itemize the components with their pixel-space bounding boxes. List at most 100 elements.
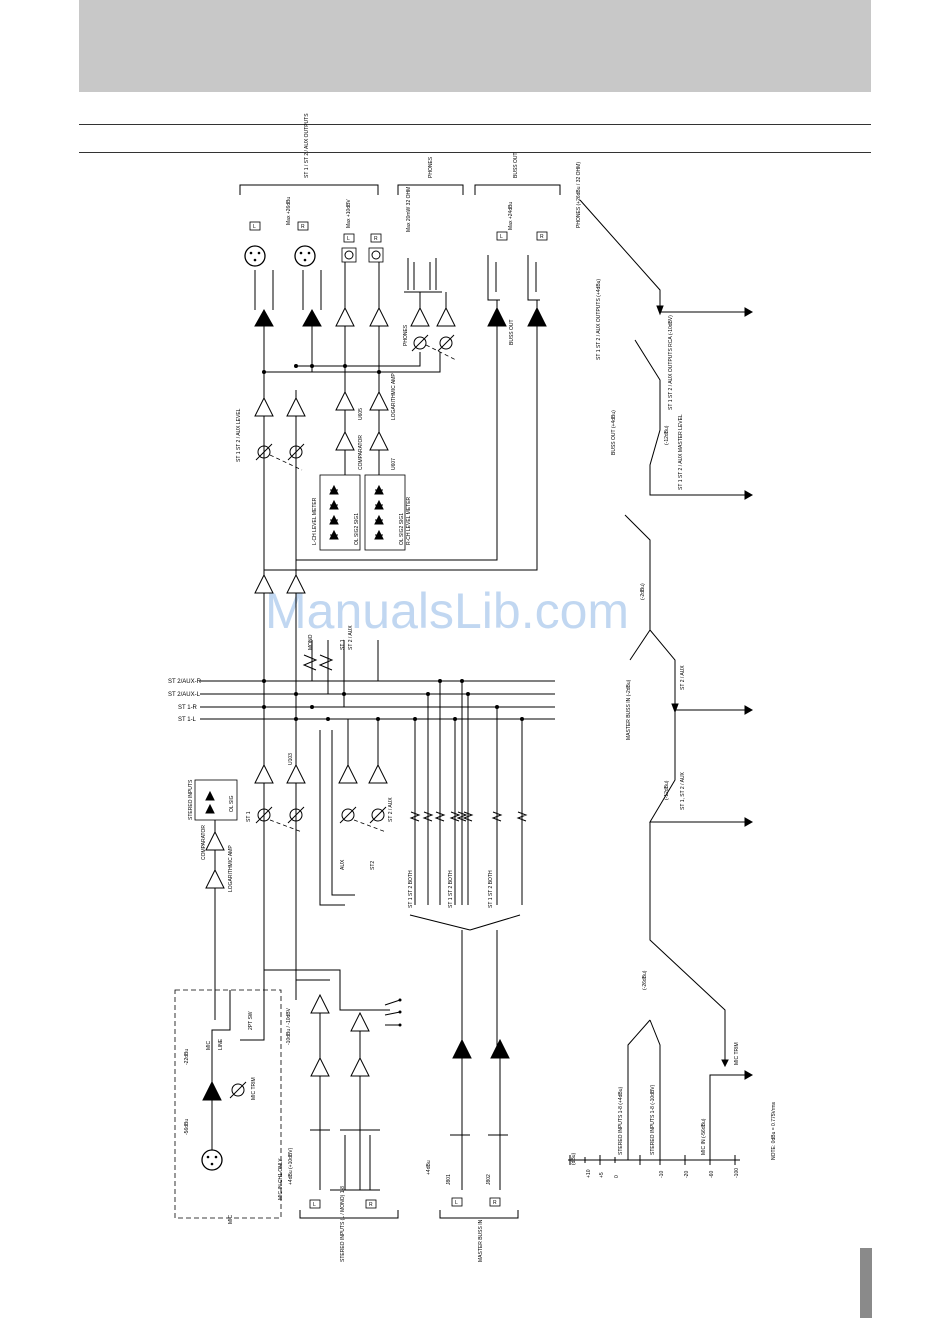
svg-text:MONO: MONO [308, 634, 314, 650]
label-max-24: Max +24dBu [508, 202, 514, 230]
svg-text:ST 2 / AUX: ST 2 / AUX [680, 665, 686, 690]
label-stereo-inputs: STEREO INPUTS (L / MONO) 1-8 [340, 1186, 346, 1262]
svg-text:STEREO INPUTS 1-8 (+4dBu): STEREO INPUTS 1-8 (+4dBu) [618, 1086, 624, 1155]
svg-text:(-12dBu): (-12dBu) [664, 780, 670, 800]
svg-text:(-2dBu): (-2dBu) [640, 583, 646, 600]
second-rule [79, 152, 871, 153]
r-ch-meter [364, 474, 406, 551]
ld-minus2: (-2dBu) [640, 583, 646, 600]
svg-text:ST 1 ST 2 BOTH: ST 1 ST 2 BOTH [448, 870, 454, 908]
svg-text:Max 20mW 32 OHM: Max 20mW 32 OHM [406, 187, 412, 232]
ld-note: NOTE: 0dBu = 0.775Vrms [771, 1101, 777, 1160]
label-max-26: Max +26dBu [286, 197, 292, 225]
phones-jack [404, 258, 442, 293]
svg-text:ST 1 ST 2 / AUX MASTER LEVEL: ST 1 ST 2 / AUX MASTER LEVEL [678, 414, 684, 490]
label-st-level: ST 1 ST 2 / AUX LEVEL [236, 408, 242, 462]
bus-label-0: ST 2/AUX-R [168, 679, 202, 685]
svg-text:MIC IN CH1 ONLY: MIC IN CH1 ONLY [278, 1158, 284, 1200]
svg-text:STEREO INPUTS (L / MONO) 1-8: STEREO INPUTS (L / MONO) 1-8 [340, 1186, 346, 1262]
svg-text:2PT SW: 2PT SW [248, 1011, 254, 1030]
svg-text:ST 1: ST 1 [246, 811, 252, 822]
level-diagram [568, 199, 754, 1165]
xlr-l-tag: L [253, 224, 256, 230]
svg-text:-10dBu / -10dBV: -10dBu / -10dBV [286, 1007, 292, 1045]
ld-stereo-in-4: STEREO INPUTS 1-8 (+4dBu) [618, 1086, 624, 1155]
log-amps [335, 390, 389, 475]
label-st2-aux-sw: ST 2 / AUX [348, 625, 354, 650]
xlr-out-r [294, 221, 316, 267]
svg-text:ST 1, ST 2 / AUX: ST 1, ST 2 / AUX [680, 771, 686, 810]
xlr-out-l [244, 221, 266, 267]
label-line: LINE [218, 1038, 224, 1050]
buss-l-tag: L [500, 234, 503, 240]
label-log-amp: LOGARITHMIC AMP [391, 373, 397, 420]
svg-text:-100: -100 [734, 1168, 740, 1178]
svg-text:OL SIG2 SIG1: OL SIG2 SIG1 [354, 513, 360, 545]
bus-label-3: ST 1-L [178, 717, 197, 723]
svg-text:U605: U605 [358, 408, 364, 420]
svg-text:ST 2 / AUX: ST 2 / AUX [388, 797, 394, 822]
stereo-input-amps [264, 969, 402, 1209]
ld-mic-in: MIC IN (-56dBu) [701, 1118, 707, 1155]
label-plus4: +4dBu [426, 1160, 432, 1175]
ld-stereo-in-10: STEREO INPUTS 1-8 (-10dBV) [650, 1084, 656, 1155]
output-brackets [239, 184, 561, 195]
svg-text:LOGARITHMIC AMP: LOGARITHMIC AMP [228, 845, 234, 892]
svg-text:LINE: LINE [218, 1038, 224, 1050]
stereo-inputs-bracket [299, 1210, 399, 1219]
label-mono: MONO [308, 634, 314, 650]
label-st-outputs: ST 1 / ST 2 / AUX OUTPUTS [304, 113, 310, 178]
rca-l-tag: L [347, 236, 350, 242]
svg-text:0: 0 [614, 1175, 620, 1178]
svg-text:(-12dBu): (-12dBu) [664, 425, 670, 445]
page-side-tab [860, 1248, 872, 1318]
svg-text:COMPARATOR: COMPARATOR [201, 825, 207, 860]
label-22: -22dBu [184, 1049, 190, 1065]
svg-text:ST2: ST2 [370, 861, 376, 870]
label-56: -56dBu [184, 1119, 190, 1135]
svg-text:COMPARATOR: COMPARATOR [358, 435, 364, 470]
label-l-leds: OL SIG2 SIG1 [354, 513, 360, 545]
main-vertical-paths [262, 326, 538, 1000]
input-meter [194, 779, 238, 1000]
mbi-r-tag: R [493, 1200, 497, 1206]
rca-r-tag: R [374, 236, 378, 242]
label-phones-pot: PHONES [403, 324, 409, 346]
svg-text:+4dBu (+10dBV): +4dBu (+10dBV) [288, 1147, 294, 1185]
label-aux: AUX [340, 859, 346, 870]
svg-text:(dBu): (dBu) [571, 1152, 577, 1165]
label-mic-bottom: MIC [228, 1214, 234, 1224]
phones-pots [411, 334, 457, 361]
label-u103: U103 [288, 753, 294, 765]
svg-text:LOGARITHMIC AMP: LOGARITHMIC AMP [391, 373, 397, 420]
stereo-r-tag: R [369, 1202, 373, 1208]
buss-out-jacks [487, 231, 548, 301]
label-comparator: COMPARATOR [358, 435, 364, 470]
svg-text:MIC IN (-56dBu): MIC IN (-56dBu) [701, 1118, 707, 1155]
svg-text:J801: J801 [446, 1174, 452, 1185]
svg-text:AUX: AUX [340, 859, 346, 870]
svg-text:ST 1 ST 2 / AUX OUTPUTS (+4dBu: ST 1 ST 2 / AUX OUTPUTS (+4dBu) [596, 279, 602, 360]
master-level-stage [254, 396, 306, 471]
svg-text:NOTE: 0dBu = 0.775Vrms: NOTE: 0dBu = 0.775Vrms [771, 1101, 777, 1160]
ld-buss-out: BUSS OUT (+4dBu) [611, 410, 617, 455]
ld-st2-aux: ST 2 / AUX [680, 665, 686, 690]
ld-st-outputs: ST 1 ST 2 / AUX OUTPUTS (+4dBu) [596, 279, 602, 360]
xlr-r-tag: R [301, 224, 305, 230]
mic-dashed-box [174, 989, 282, 1219]
ld-minus12b: (-12dBu) [664, 780, 670, 800]
label-mic-trim: MIC TRIM [251, 1077, 257, 1100]
svg-text:(-26dBu): (-26dBu) [642, 970, 648, 990]
svg-text:L-CH LEVEL METER: L-CH LEVEL METER [312, 497, 318, 545]
svg-text:ST 1 ST 2 BOTH: ST 1 ST 2 BOTH [408, 870, 414, 908]
svg-text:Max +10dBV: Max +10dBV [346, 199, 352, 228]
svg-text:STEREO INPUTS: STEREO INPUTS [188, 779, 194, 820]
svg-text:+4dBu: +4dBu [426, 1160, 432, 1175]
ld-st1-st2aux: ST 1, ST 2 / AUX [680, 771, 686, 810]
label-u605: U605 [358, 408, 364, 420]
summing-amps [254, 573, 306, 721]
top-rule [79, 124, 871, 125]
svg-text:MIC TRIM: MIC TRIM [251, 1077, 257, 1100]
svg-text:-10: -10 [659, 1171, 665, 1178]
label-phones-spec: Max 20mW 32 OHM [406, 187, 412, 232]
